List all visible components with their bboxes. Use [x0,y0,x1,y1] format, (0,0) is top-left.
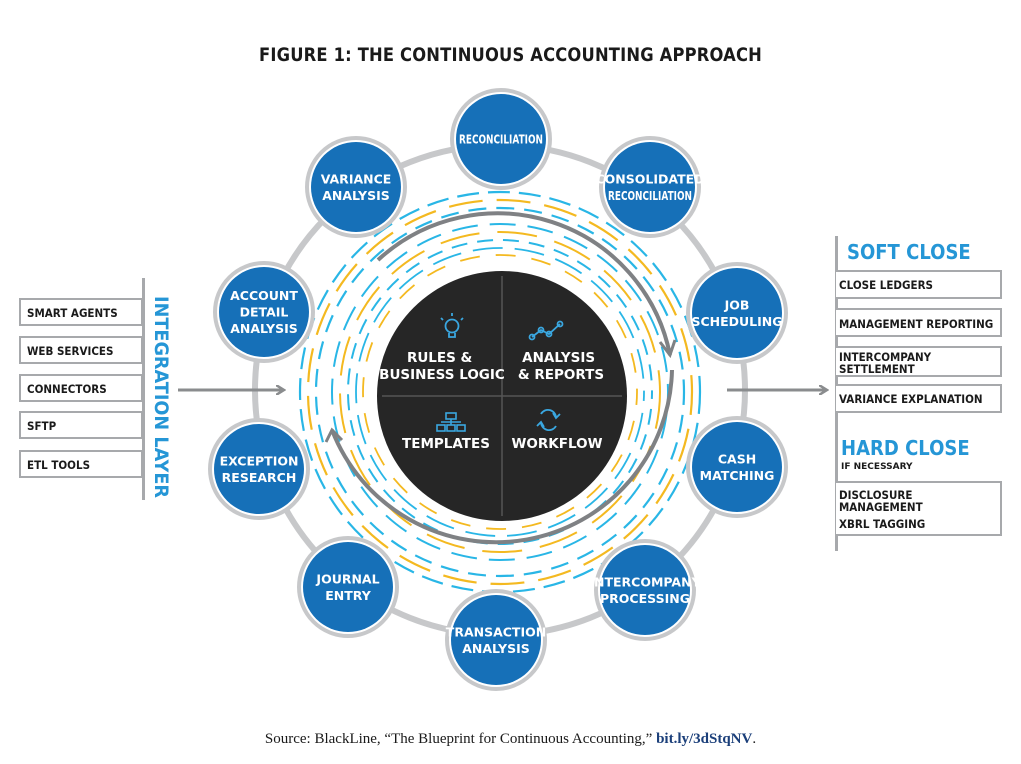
node-label: INTERCOMPANY PROCESSING [589,574,701,606]
integration-item-etl-tools: ETL TOOLS [19,450,143,478]
node-label: TRANSACTION ANALYSIS [446,624,546,656]
ring-node-intercompany-processing: INTERCOMPANY PROCESSING [589,539,702,641]
node-disc [311,142,401,232]
node-label-line: DETAIL [240,305,289,320]
dashed-arc-ring [331,223,669,561]
source-citation: Source: BlackLine, “The Blueprint for Co… [264,731,757,747]
cycle-arrow-left [330,369,674,545]
node-label-line: TRANSACTION [446,624,546,639]
node-label-line: ANALYSIS [322,188,390,203]
ring-node-transaction-analysis: TRANSACTION ANALYSIS [445,589,547,691]
node-label-line: ENTRY [325,588,371,603]
dashed-arc-ring [339,231,661,553]
ring-node-variance-analysis: VARIANCE ANALYSIS [305,136,407,238]
node-label-line: SCHEDULING [691,314,782,329]
integration-item-connectors: CONNECTORS [19,374,143,402]
node-label-line: RECONCILIATION [459,132,543,147]
center-hub: RULES & BUSINESS LOGIC ANALYSIS & REPORT… [377,271,627,521]
node-label-line: ANALYSIS [462,641,530,656]
quadrant-workflow-label: WORKFLOW [512,436,603,452]
hard-close-subtitle: IF NECESSARY [841,462,913,472]
node-label-line: PROCESSING [600,591,690,606]
node-disc [303,542,393,632]
node-label-line: JOB [724,297,750,312]
quadrant-analysis-label: ANALYSIS & REPORTS [518,350,604,383]
ring-node-reconciliation: RECONCILIATION [450,88,552,190]
node-label: JOB SCHEDULING [691,297,782,329]
integration-item-sftp: SFTP [19,411,143,439]
node-label-line: ANALYSIS [230,321,298,336]
node-disc [456,94,546,184]
node-label-line: VARIANCE [321,171,392,186]
node-label-line: CASH [718,451,756,466]
ring-node-job-scheduling: JOB SCHEDULING [686,262,788,364]
node-label-line: RESEARCH [222,470,297,485]
ring-node-consolidated-reconciliation: CONSOLIDATED RECONCILIATION [595,136,705,238]
lightbulb-icon [440,313,464,338]
ring-node-journal-entry: JOURNAL ENTRY [297,536,399,638]
node-disc [600,545,690,635]
node-disc [219,267,309,357]
node-disc [214,424,304,514]
node-label-line: CONSOLIDATED [595,171,704,186]
dashed-arc-ring [355,247,645,537]
ring-node-cash-matching: CASH MATCHING [686,416,788,518]
node-label: CONSOLIDATED RECONCILIATION [595,171,704,203]
source-link[interactable]: bit.ly/3dStqNV [656,731,753,747]
integration-item-smart-agents: SMART AGENTS [19,298,143,326]
soft-close-item-intercompany-settlement: INTERCOMPANY SETTLEMENT [836,346,1002,377]
line-chart-icon [528,320,564,341]
node-disc [692,422,782,512]
node-label-line: EXCEPTION [220,453,299,468]
dashed-arc-rings [298,190,702,594]
org-chart-icon [436,412,466,432]
node-label: RECONCILIATION [459,132,543,147]
node-label-line: ACCOUNT [230,288,298,303]
dashed-arc-ring [362,254,638,530]
soft-close-item-variance-explanation: VARIANCE EXPLANATION [836,384,1002,413]
node-label-line: RECONCILIATION [608,188,692,203]
integration-layer-title: INTEGRATION LAYER [150,296,172,498]
node-label-line: MATCHING [700,468,775,483]
node-disc [451,595,541,685]
node-disc [605,142,695,232]
quadrant-rules-label: RULES & BUSINESS LOGIC [379,350,505,383]
cycle-arrow-right [376,211,672,356]
soft-close-item-close-ledgers: CLOSE LEDGERS [836,270,1002,299]
node-disc [692,268,782,358]
ring-nodes: RECONCILIATION CONSOLIDATED RECONCILIATION… [208,88,788,691]
soft-close-item-management-reporting: MANAGEMENT REPORTING [836,308,1002,337]
soft-close-heading: SOFT CLOSE [847,240,971,264]
cycle-arrows [324,211,677,545]
dashed-arc-ring [306,198,694,586]
refresh-cycle-icon [536,408,561,432]
hard-close-item-disclosure: DISCLOSURE MANAGEMENT XBRL TAGGING [836,481,1002,536]
integration-item-web-services: WEB SERVICES [19,336,143,364]
ring-node-exception-research: EXCEPTION RESEARCH [208,418,310,520]
node-label: VARIANCE ANALYSIS [321,171,392,203]
hard-close-heading: HARD CLOSE [841,436,970,460]
figure-title: FIGURE 1: THE CONTINUOUS ACCOUNTING APPR… [259,44,762,66]
node-label: EXCEPTION RESEARCH [220,453,299,485]
integration-layer-bracket [142,278,145,500]
quadrant-templates-label: TEMPLATES [402,436,490,452]
dashed-arc-ring [314,206,686,578]
node-label-line: JOURNAL [315,571,379,586]
node-label: CASH MATCHING [700,451,775,483]
node-label: JOURNAL ENTRY [315,571,379,603]
node-label-line: INTERCOMPANY [589,574,701,589]
